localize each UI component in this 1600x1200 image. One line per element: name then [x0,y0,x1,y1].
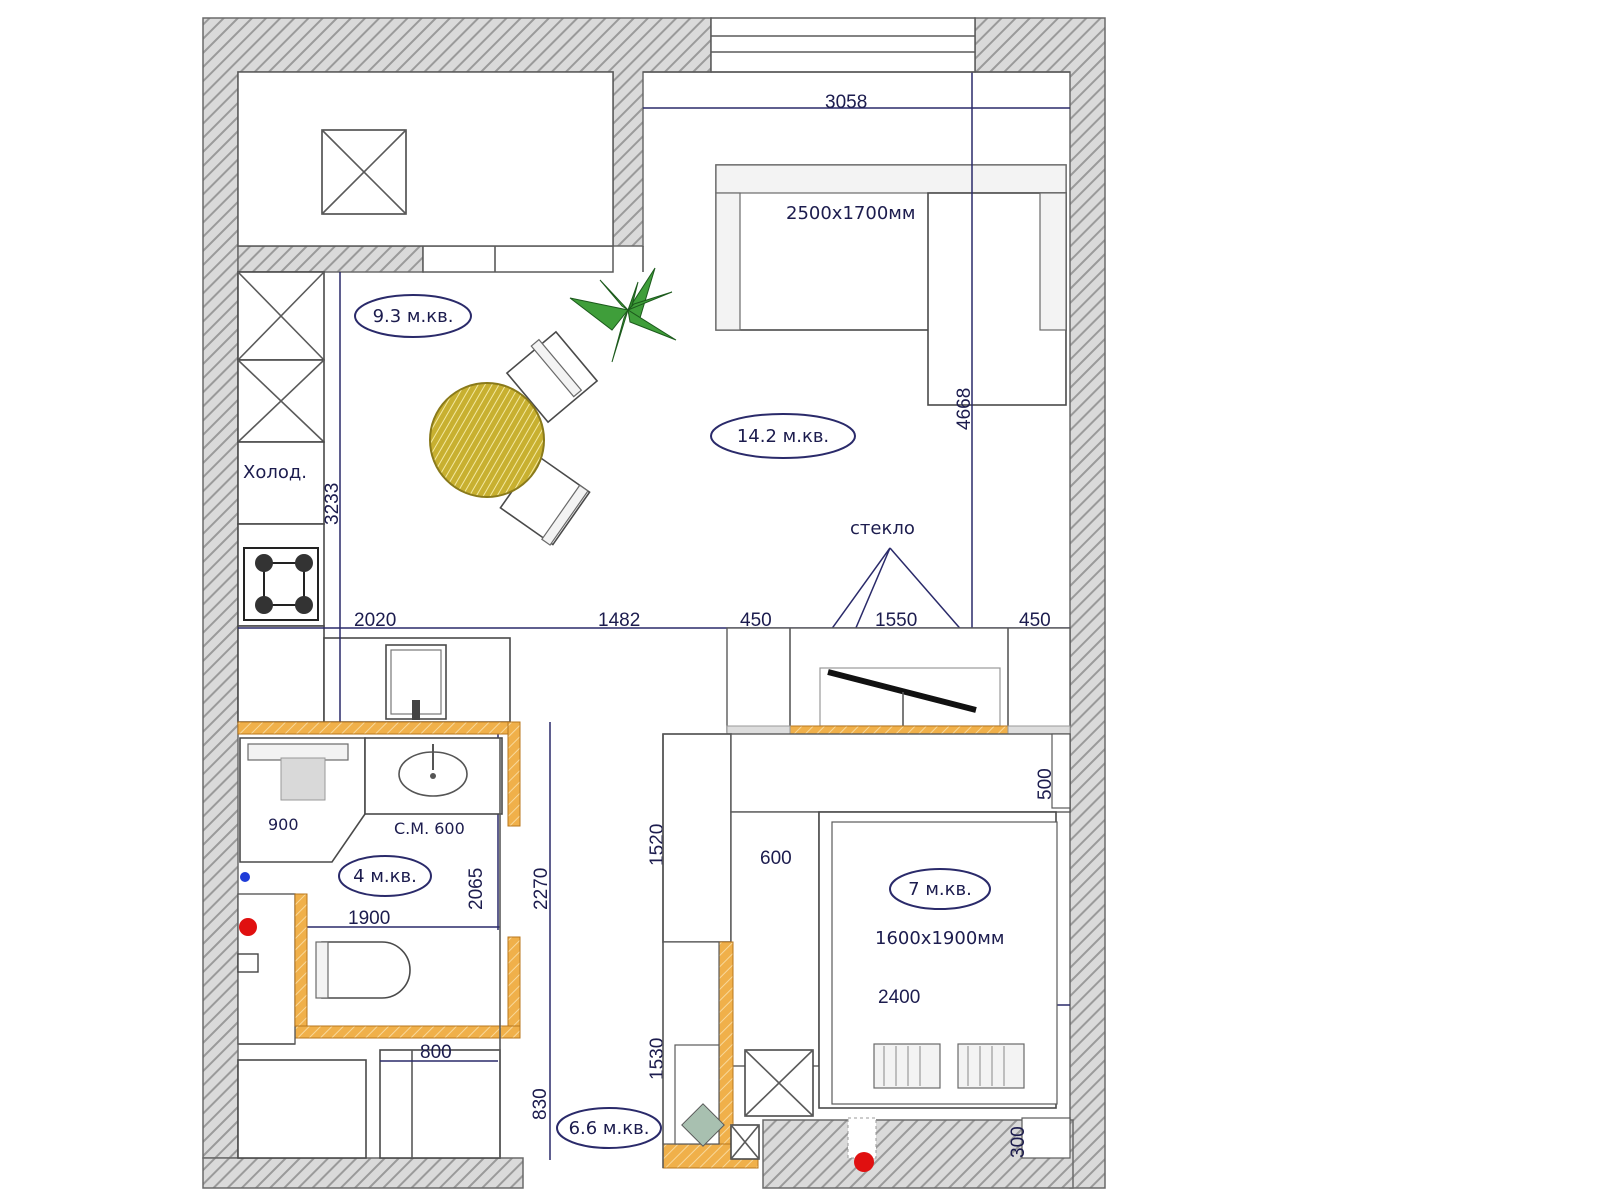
interior-lines [238,71,1070,1168]
loggia [237,71,614,247]
round-rug-icon [429,382,545,498]
bedroom [662,733,1071,1172]
sofa [715,164,1067,406]
chair-top [505,330,599,424]
exterior-walls [202,17,1106,1189]
window-top [710,17,976,73]
toilet-icon [315,941,411,999]
bathroom-area-badge: 4 м.кв. [338,855,432,897]
dim-1900: 1900 [348,908,390,929]
dim-top-width: 3058 [825,92,867,113]
dim-2400: 2400 [878,987,920,1008]
dim-1520: 1520 [647,824,668,866]
sink-icon [398,744,468,797]
fridge-label: Холод. [243,462,307,483]
dim-living-height: 4668 [954,388,975,430]
dim-830: 830 [530,1088,551,1120]
sofa-size-label: 2500х1700мм [786,203,915,224]
bed-size-label: 1600х1900мм [875,928,1004,949]
bedroom-area-badge: 7 м.кв. [889,868,991,910]
hall-storage [237,1049,501,1159]
ventilation-shaft-icon [321,129,407,215]
bedroom-area-label: 7 м.кв. [908,879,972,900]
riser-pipe-icon [239,918,257,936]
dim-kitchen-height: 3233 [322,483,343,525]
glass-partition [726,627,1071,739]
dim-1482: 1482 [598,610,640,631]
kitchen-area-label: 9.3 м.кв. [373,306,454,327]
dim-2020: 2020 [354,610,396,631]
dim-500: 500 [1035,768,1056,800]
drain-icon [240,872,250,882]
ventilation-shaft-bedroom-icon [744,1049,814,1117]
bathroom-area-label: 4 м.кв. [353,866,417,887]
washer-label: С.М. 600 [394,819,465,838]
dim-2270: 2270 [531,868,552,910]
stove-icon [243,547,319,621]
dim-600: 600 [760,848,792,869]
glass-label: стекло [850,518,915,539]
meter-box [237,953,259,973]
bath-900-label: 900 [268,815,299,834]
hall-area-badge: 6.6 м.кв. [556,1107,662,1149]
riser-pipe-bedroom-icon [854,1152,874,1172]
kitchen-area-badge: 9.3 м.кв. [354,294,472,338]
window-loggia [422,245,614,273]
kitchen-cabinets [237,271,325,723]
dim-1550: 1550 [875,610,917,631]
plant-icon [569,267,677,363]
dim-800: 800 [420,1042,452,1063]
living-area-badge: 14.2 м.кв. [710,413,856,459]
dim-450-right: 450 [1019,610,1051,631]
kitchen-sink-counter [323,637,511,723]
dim-1530: 1530 [647,1038,668,1080]
dim-2065: 2065 [466,868,487,910]
living-area-label: 14.2 м.кв. [737,426,829,447]
dim-450-left: 450 [740,610,772,631]
dim-300: 300 [1008,1126,1029,1158]
hall-area-label: 6.6 м.кв. [569,1118,650,1139]
